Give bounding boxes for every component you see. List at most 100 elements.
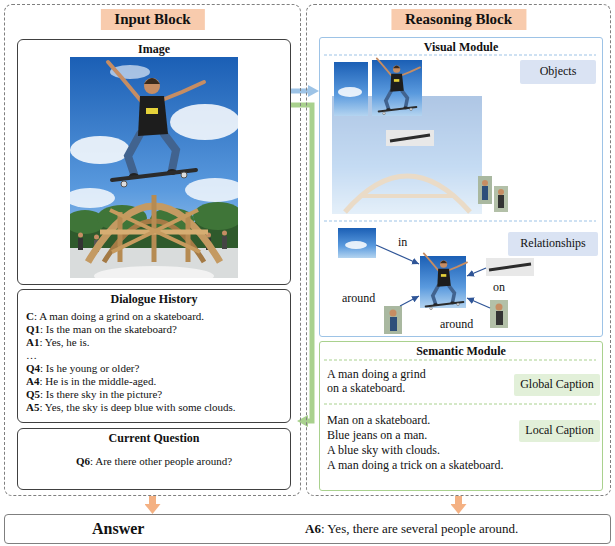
relation-arrow (376, 245, 490, 308)
relation-graph (338, 228, 376, 258)
dialogue-turn: A1: Yes, he is. (26, 336, 90, 349)
object-crops (498, 195, 504, 208)
local-caption-tag: Local Caption (519, 420, 600, 442)
relation-label: around (440, 318, 473, 332)
module-separators (324, 221, 596, 222)
global-caption-tag: Global Caption (514, 374, 600, 396)
image-panel: Image (17, 39, 291, 285)
photo (70, 57, 238, 278)
dialogue-history-panel: Dialogue History C: A man doing a grind o… (17, 289, 291, 423)
speaker-tag: Q5 (26, 388, 40, 400)
faded-scene (360, 194, 455, 198)
photo (170, 104, 238, 140)
question-text: Q6: Are there other people around? (18, 455, 290, 468)
module-separators (324, 404, 596, 405)
dialogue-turn: Q5: Is there sky in the picture? (26, 388, 162, 401)
object-crops (332, 58, 508, 214)
tag-text: Objects (540, 65, 577, 79)
flow-arrow (455, 496, 462, 504)
speaker-tag: Q6 (76, 455, 90, 467)
block-title: Input Block (100, 9, 204, 30)
speaker-tag: A6 (305, 521, 321, 536)
tag-text: Local Caption (525, 424, 593, 438)
current-question-panel: Current QuestionQ6: Are there other peop… (17, 428, 291, 490)
speaker-tag: C (26, 310, 34, 322)
speaker-tag: A5 (26, 401, 39, 413)
relation-arrow (376, 245, 419, 264)
relation-label: in (398, 236, 407, 250)
answer-bar: Answer A6: Yes, there are several people … (4, 514, 611, 544)
background-people (222, 236, 227, 249)
wooden-ramp (110, 210, 200, 252)
relation-graph (390, 317, 397, 331)
speaker-tag: A4 (26, 375, 39, 387)
module-separators (324, 55, 596, 56)
relation-graph (384, 306, 402, 334)
photo (193, 202, 238, 230)
local-caption-text: A blue sky with clouds. (327, 444, 440, 458)
panel-heading: Current Question (18, 432, 290, 446)
relation-arrow (400, 296, 419, 306)
relationships-tag: Relationships (508, 232, 598, 256)
photo (70, 57, 238, 278)
background-people (78, 233, 83, 238)
wooden-ramp (88, 195, 220, 262)
background-people (94, 235, 99, 240)
relation-graph (424, 253, 467, 309)
reasoning-block: Reasoning BlockVisual ModuleObjectsRelat… (306, 4, 611, 496)
object-crops (498, 189, 504, 195)
answer-heading: Answer (92, 520, 144, 538)
relation-graph (490, 300, 508, 328)
photo (70, 188, 115, 208)
object-crops (494, 186, 508, 212)
relation-arrow (467, 268, 486, 276)
background-people (222, 231, 227, 236)
faded-scene (345, 176, 470, 212)
photo (108, 62, 204, 187)
dialogue-turn: Q4: Is he young or older? (26, 362, 139, 375)
relation-graph (345, 241, 367, 249)
relation-graph (489, 264, 531, 270)
visual-module: Visual ModuleObjectsRelationships in on aro… (319, 37, 603, 337)
relation-label: around (342, 292, 375, 306)
flow-arrow (149, 496, 156, 504)
photo (94, 266, 214, 278)
local-caption-text: Blue jeans on a man. (327, 429, 427, 443)
photo (70, 136, 130, 164)
panel-heading: Dialogue History (18, 293, 290, 307)
dialogue-turn: C: A man doing a grind on a skateboard. (26, 310, 204, 323)
local-caption-text: Man on a skateboard. (327, 414, 430, 428)
relation-graph (496, 311, 503, 325)
wooden-ramp (118, 212, 123, 262)
object-crops (334, 62, 368, 116)
dialogue-turn: … (26, 349, 37, 362)
flow-arrow (291, 105, 312, 421)
object-crops (377, 58, 420, 114)
tag-text: Global Caption (520, 378, 594, 392)
object-crops (478, 176, 492, 204)
module-separators (324, 360, 596, 361)
input-block: Input BlockImageDialogue History C: A man… (4, 4, 301, 496)
module-heading: Visual Module (320, 41, 602, 55)
relation-graph (338, 228, 534, 334)
speaker-tag: Q4 (26, 362, 40, 374)
object-crops (386, 130, 434, 146)
block-title: Reasoning Block (391, 9, 526, 30)
relation-graph (486, 258, 534, 276)
relation-graph (496, 304, 503, 311)
tag-text: Relationships (520, 237, 585, 251)
dialogue-turn: A4: He is in the middle-aged. (26, 375, 156, 388)
relation-graph (390, 310, 397, 317)
speaker-tag: A1 (26, 336, 39, 348)
answer-text: A6: Yes, there are several people around… (305, 522, 518, 537)
object-crops (338, 87, 362, 97)
panel-heading: Image (18, 43, 290, 57)
photo (185, 178, 238, 202)
relation-arrow (467, 298, 490, 308)
object-crops (482, 186, 488, 200)
relation-label: on (493, 281, 505, 295)
semantic-module: Semantic ModuleGlobal CaptionLocal Capti… (319, 341, 603, 491)
background-people (78, 238, 83, 250)
module-heading: Semantic Module (320, 345, 602, 359)
